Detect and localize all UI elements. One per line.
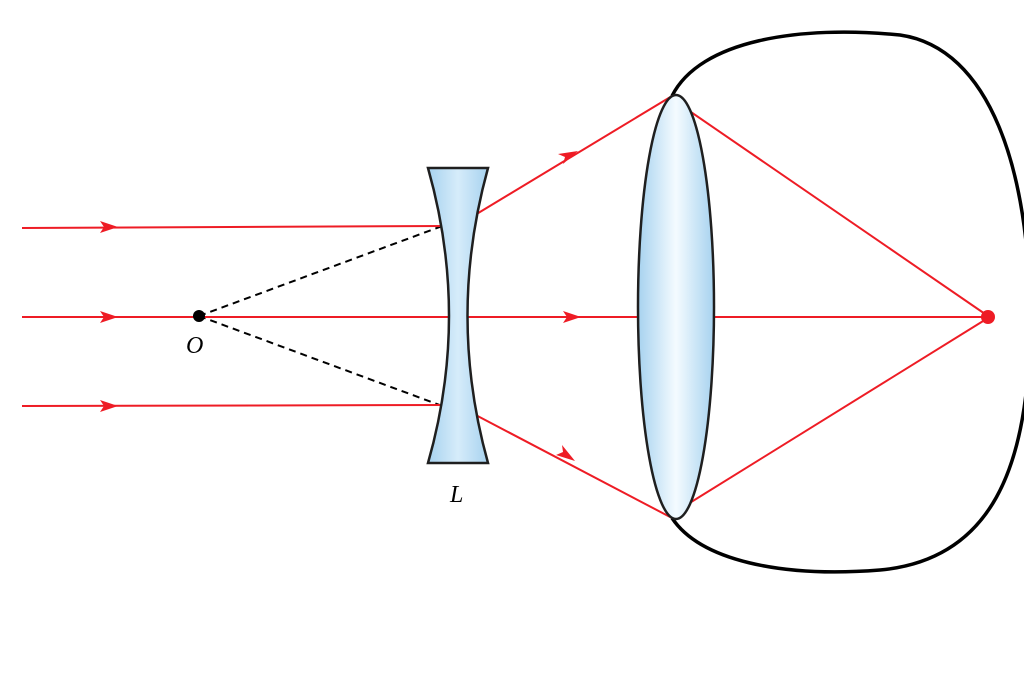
focus-point — [981, 310, 995, 324]
refracted-ray-top — [687, 109, 989, 317]
arrow-diverged-top — [558, 151, 578, 164]
arrow-incident-bottom — [100, 400, 118, 412]
virtual-ray-upper — [198, 224, 446, 317]
point-o-label: O — [186, 333, 203, 359]
eyeball-outline — [670, 30, 1024, 574]
point-o-marker — [193, 310, 205, 322]
lens-l-label: L — [449, 482, 463, 508]
incident-ray-top — [21, 225, 448, 229]
arrow-middle-ray — [563, 311, 581, 323]
diverging-lens — [426, 166, 490, 465]
virtual-ray-lower — [198, 315, 446, 408]
arrow-incident-middle — [100, 311, 118, 323]
diverged-ray-bottom — [469, 411, 673, 519]
incident-ray-bottom — [21, 404, 448, 407]
arrow-incident-top — [100, 221, 118, 233]
refracted-ray-bottom — [687, 317, 989, 505]
converging-lens — [636, 93, 716, 521]
arrow-diverged-bottom — [556, 445, 575, 461]
